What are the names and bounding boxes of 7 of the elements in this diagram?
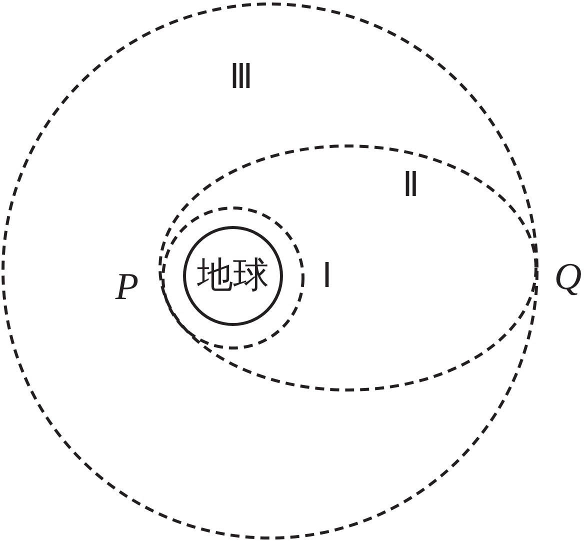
orbit-numeral: Ⅰ xyxy=(322,260,332,294)
orbit-numeral: Ⅲ xyxy=(230,61,252,95)
point-label: P xyxy=(115,268,139,306)
earth-circle xyxy=(183,226,283,326)
point-label: Q xyxy=(554,258,582,296)
orbit-numeral: Ⅱ xyxy=(402,169,420,203)
earth-label: 地球 xyxy=(197,258,269,294)
